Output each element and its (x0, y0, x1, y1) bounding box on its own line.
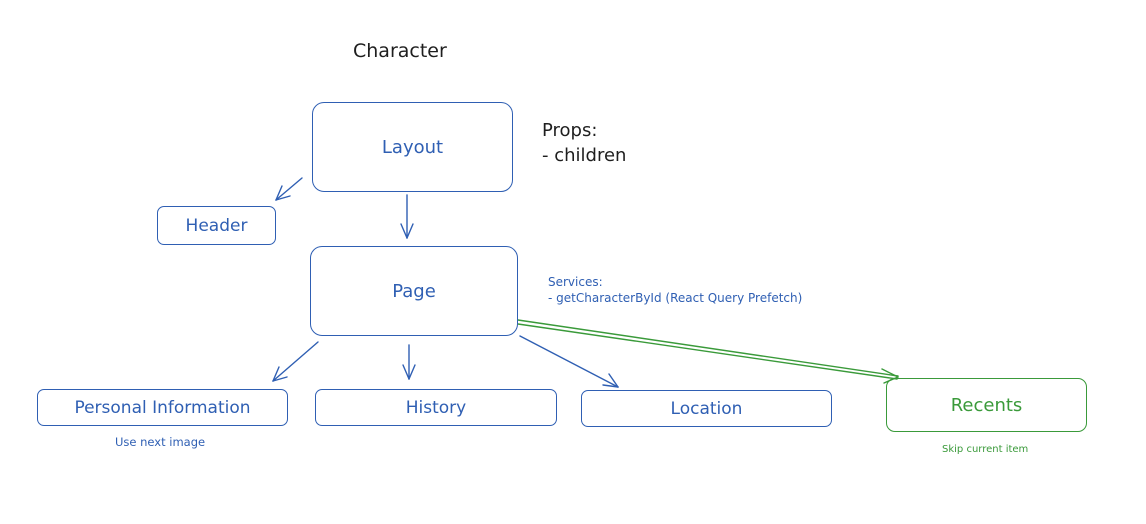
props-item: - children (542, 145, 627, 166)
node-layout[interactable]: Layout (312, 102, 513, 192)
edge-layout-to-header (275, 177, 303, 201)
node-location[interactable]: Location (581, 390, 832, 427)
node-page[interactable]: Page (310, 246, 518, 336)
note-recents: Skip current item (942, 444, 1029, 455)
edge-layout-to-page (400, 194, 414, 239)
edge-page-to-location (519, 335, 619, 388)
node-header[interactable]: Header (157, 206, 276, 245)
node-personal-information[interactable]: Personal Information (37, 389, 288, 426)
services-heading: Services: (548, 275, 603, 289)
services-annotation: Services: - getCharacterById (React Quer… (548, 274, 802, 306)
services-item: - getCharacterById (React Query Prefetch… (548, 291, 803, 305)
node-personal-information-label: Personal Information (74, 397, 251, 418)
node-history-label: History (405, 397, 467, 418)
props-heading: Props: (542, 120, 598, 141)
node-location-label: Location (670, 398, 743, 419)
props-annotation: Props: - children (542, 118, 626, 168)
edge-page-to-personal-information (272, 341, 319, 382)
node-recents-label: Recents (950, 394, 1023, 416)
node-header-label: Header (185, 215, 248, 236)
node-layout-label: Layout (381, 136, 444, 158)
node-recents[interactable]: Recents (886, 378, 1087, 432)
edge-page-to-recents (517, 319, 899, 384)
edge-page-to-history (402, 344, 416, 380)
note-personal-information: Use next image (115, 435, 206, 449)
node-history[interactable]: History (315, 389, 557, 426)
node-page-label: Page (392, 280, 436, 302)
diagram-title: Character (353, 40, 447, 62)
